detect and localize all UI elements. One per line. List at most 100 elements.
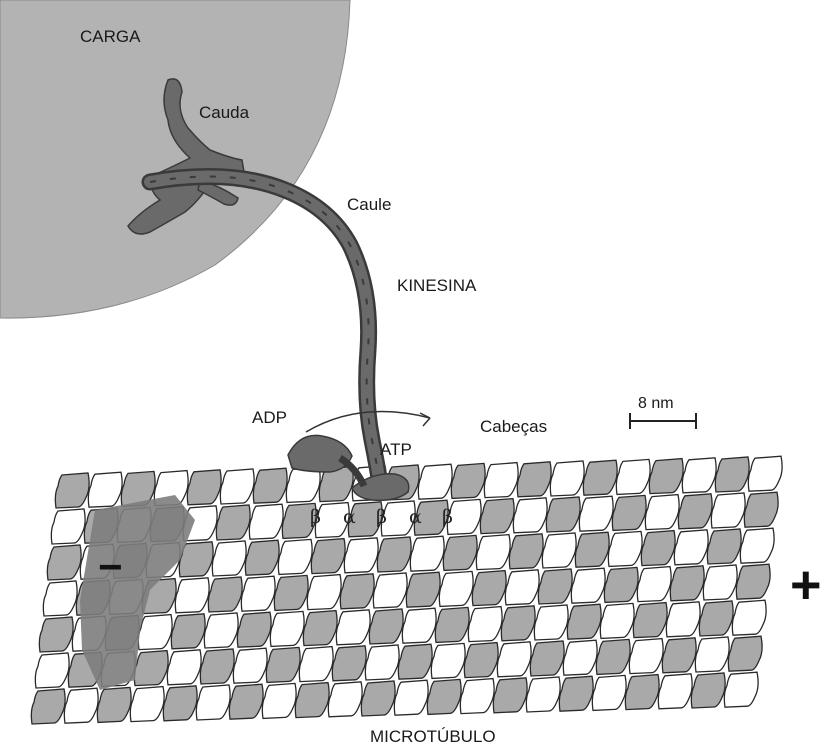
adp-label: ADP [252, 409, 287, 426]
alpha-tubulin-subunit [278, 539, 312, 574]
alpha-tubulin-subunit [592, 675, 626, 710]
alpha-tubulin-subunit [286, 467, 320, 502]
beta-tubulin-subunit [517, 462, 551, 497]
beta-tubulin-subunit [612, 495, 646, 530]
beta-tubulin-subunit [575, 532, 609, 567]
alpha-tubulin-subunit [431, 643, 465, 678]
beta-tubulin-subunit [208, 577, 242, 612]
beta-tubulin-subunit [472, 571, 506, 606]
alpha-tubulin-subunit [600, 603, 634, 638]
alpha-tubulin-subunit [220, 469, 254, 504]
alpha-tubulin-subunit [328, 682, 362, 717]
beta-tubulin-subunit [427, 679, 461, 714]
beta-tubulin-subunit [171, 614, 205, 649]
subunit-beta-2: β [376, 508, 387, 527]
alpha-tubulin-subunit [563, 640, 597, 675]
beta-tubulin-subunit [311, 539, 345, 574]
beta-tubulin-subunit [200, 649, 234, 684]
alpha-tubulin-subunit [344, 538, 378, 573]
alpha-tubulin-subunit [43, 581, 77, 616]
alpha-tubulin-subunit [740, 528, 774, 563]
alpha-tubulin-subunit [196, 685, 230, 720]
microtubule-label: MICROTÚBULO [370, 728, 496, 745]
beta-tubulin-subunit [493, 678, 527, 713]
alpha-tubulin-subunit [167, 650, 201, 685]
alpha-tubulin-subunit [645, 495, 679, 530]
alpha-tubulin-subunit [534, 605, 568, 640]
alpha-tubulin-subunit [571, 568, 605, 603]
beta-tubulin-subunit [435, 607, 469, 642]
alpha-tubulin-subunit [88, 472, 122, 507]
beta-tubulin-subunit [649, 459, 683, 494]
alpha-tubulin-subunit [270, 611, 304, 646]
kinesin-label: KINESINA [397, 277, 476, 294]
beta-tubulin-subunit [670, 566, 704, 601]
alpha-tubulin-subunit [138, 615, 172, 650]
alpha-tubulin-subunit [249, 504, 283, 539]
beta-tubulin-subunit [377, 537, 411, 572]
beta-tubulin-subunit [583, 460, 617, 495]
beta-tubulin-subunit [641, 531, 675, 566]
alpha-tubulin-subunit [724, 672, 758, 707]
alpha-tubulin-subunit [579, 496, 613, 531]
alpha-tubulin-subunit [658, 674, 692, 709]
alpha-tubulin-subunit [616, 459, 650, 494]
beta-tubulin-subunit [340, 574, 374, 609]
beta-tubulin-subunit [559, 676, 593, 711]
beta-tubulin-subunit [295, 683, 329, 718]
alpha-tubulin-subunit [336, 610, 370, 645]
alpha-tubulin-subunit [402, 608, 436, 643]
alpha-tubulin-subunit [703, 565, 737, 600]
beta-tubulin-subunit [31, 689, 65, 724]
alpha-tubulin-subunit [241, 576, 275, 611]
beta-tubulin-subunit [538, 569, 572, 604]
beta-tubulin-subunit [567, 604, 601, 639]
alpha-tubulin-subunit [307, 575, 341, 610]
beta-tubulin-subunit [97, 687, 131, 722]
alpha-tubulin-subunit [130, 687, 164, 722]
subunit-beta-3: β [442, 508, 453, 527]
alpha-tubulin-subunit [373, 573, 407, 608]
alpha-tubulin-subunit [51, 509, 85, 544]
beta-tubulin-subunit [237, 612, 271, 647]
tail-label: Cauda [199, 104, 249, 121]
step-arc-arrowhead [420, 413, 430, 426]
alpha-tubulin-subunit [674, 530, 708, 565]
beta-tubulin-subunit [443, 535, 477, 570]
beta-tubulin-subunit [744, 492, 778, 527]
beta-tubulin-subunit [530, 641, 564, 676]
beta-tubulin-subunit [39, 617, 73, 652]
beta-tubulin-subunit [501, 606, 535, 641]
beta-tubulin-subunit [625, 675, 659, 710]
beta-tubulin-subunit [509, 534, 543, 569]
beta-tubulin-subunit [691, 673, 725, 708]
alpha-tubulin-subunit [695, 637, 729, 672]
alpha-tubulin-subunit [212, 541, 246, 576]
alpha-tubulin-subunit [732, 600, 766, 635]
alpha-tubulin-subunit [460, 679, 494, 714]
alpha-tubulin-subunit [629, 639, 663, 674]
heads-label: Cabeças [480, 418, 547, 435]
beta-tubulin-subunit [361, 681, 395, 716]
stalk-label: Caule [347, 196, 391, 213]
alpha-tubulin-subunit [175, 578, 209, 613]
beta-tubulin-subunit [736, 564, 770, 599]
alpha-tubulin-subunit [233, 648, 267, 683]
alpha-tubulin-subunit [748, 456, 782, 491]
beta-tubulin-subunit [187, 470, 221, 505]
kinesin-head-adp [288, 435, 352, 472]
alpha-tubulin-subunit [64, 688, 98, 723]
beta-tubulin-subunit [398, 644, 432, 679]
beta-tubulin-subunit [546, 497, 580, 532]
subunit-alpha-1: α [343, 508, 356, 527]
alpha-tubulin-subunit [526, 677, 560, 712]
beta-tubulin-subunit [55, 473, 89, 508]
alpha-tubulin-subunit [418, 464, 452, 499]
alpha-tubulin-subunit [35, 653, 69, 688]
beta-tubulin-subunit [274, 575, 308, 610]
beta-tubulin-subunit [715, 457, 749, 492]
minus-end-sign: − [98, 546, 123, 588]
beta-tubulin-subunit [266, 647, 300, 682]
alpha-tubulin-subunit [513, 498, 547, 533]
cargo-body [0, 0, 350, 318]
